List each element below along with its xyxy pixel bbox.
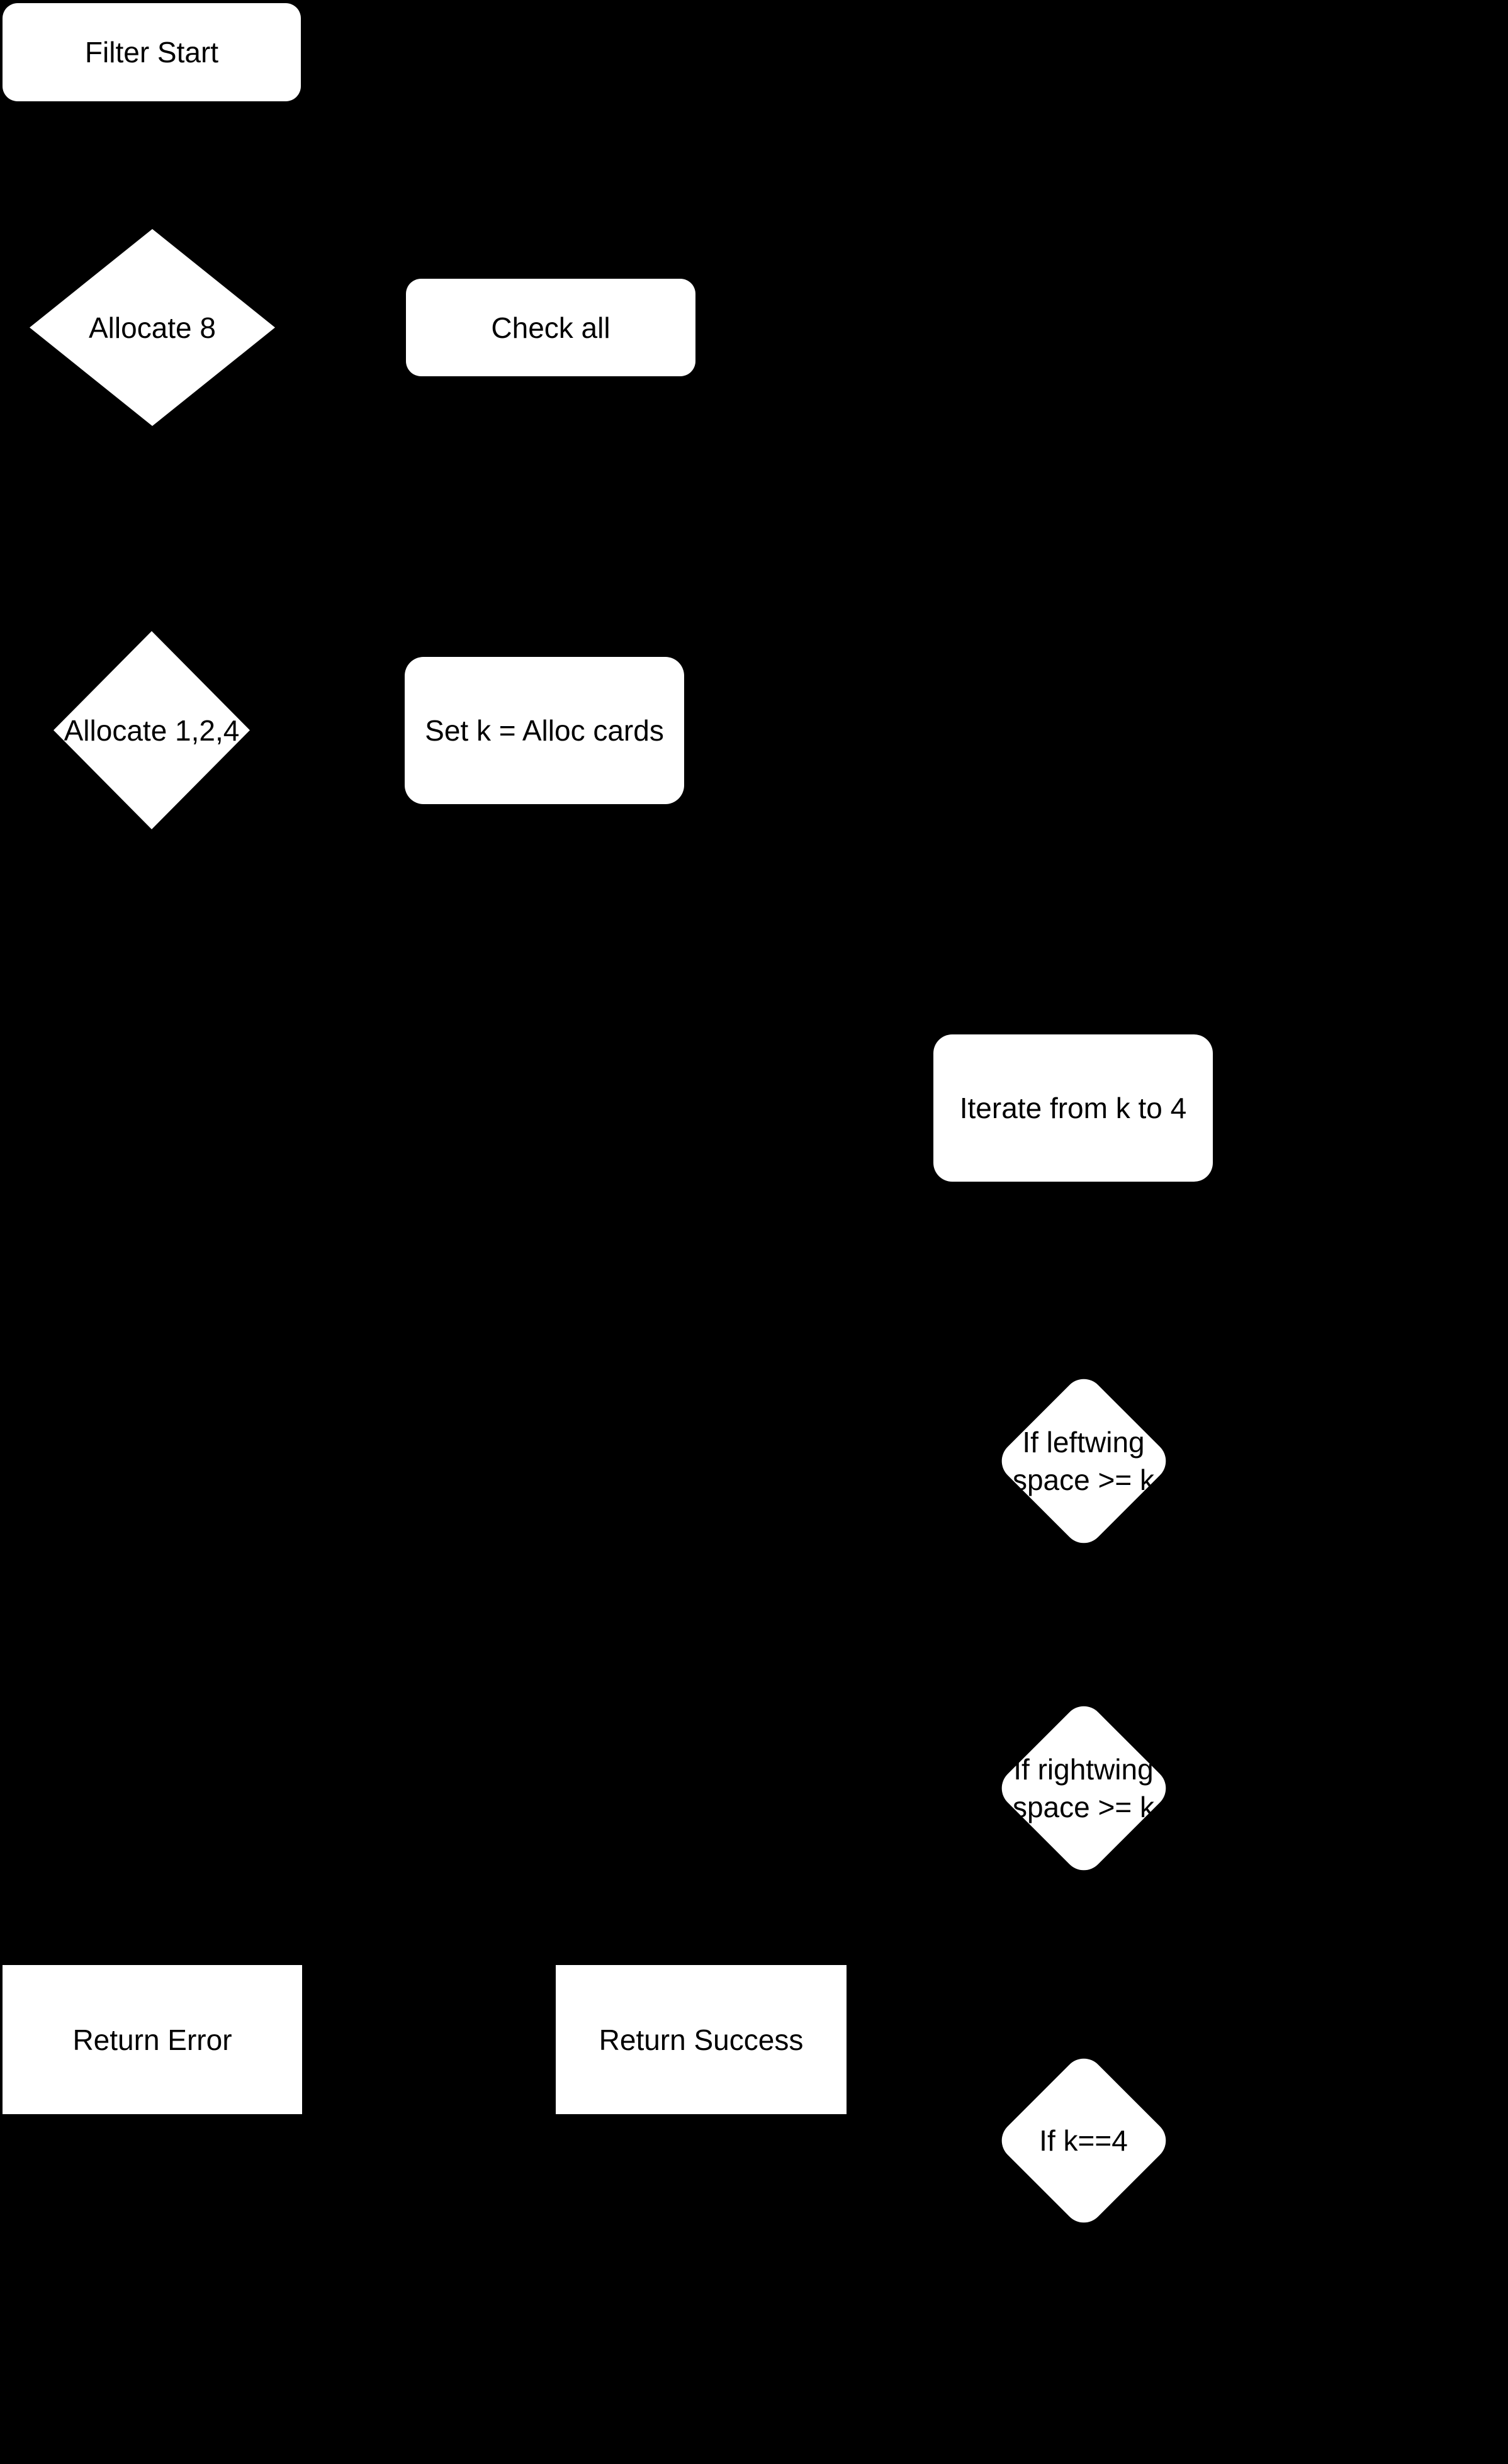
- node-label: Allocate 8: [88, 311, 216, 344]
- node-return-success: Return Success: [556, 1965, 847, 2114]
- node-check-all: Check all: [406, 279, 695, 376]
- node-label: If rightwing space >= k: [1012, 1752, 1155, 1823]
- rounded-rectangle-shape: [3, 3, 301, 101]
- node-label: Return Error: [72, 2023, 232, 2056]
- node-if-leftwing-space: If leftwing space >= k: [993, 1370, 1174, 1552]
- node-label: Filter Start: [84, 36, 219, 69]
- node-label: Iterate from k to 4: [959, 1092, 1187, 1124]
- node-label: If k==4: [1039, 2124, 1128, 2157]
- node-allocate-1-2-4: Allocate 1,2,4: [53, 631, 250, 829]
- rectangle-shape: [556, 1965, 847, 2114]
- node-set-k-alloc-cards: Set k = Alloc cards: [405, 657, 684, 804]
- node-label: If leftwing space >= k: [1012, 1425, 1155, 1496]
- node-label: Set k = Alloc cards: [425, 714, 664, 747]
- node-if-rightwing-space: If rightwing space >= k: [993, 1697, 1174, 1879]
- node-iterate-from-k-to-4: Iterate from k to 4: [933, 1034, 1213, 1182]
- rectangle-shape: [3, 1965, 302, 2114]
- node-label: Return Success: [599, 2023, 804, 2056]
- node-if-k-equals-4: If k==4: [993, 2049, 1174, 2231]
- node-filter-start: Filter Start: [3, 3, 301, 101]
- node-label: Allocate 1,2,4: [64, 714, 240, 747]
- rounded-rectangle-shape: [406, 279, 695, 376]
- rounded-rectangle-shape: [933, 1034, 1213, 1182]
- node-label: Check all: [491, 311, 611, 344]
- rounded-rectangle-shape: [405, 657, 684, 804]
- node-return-error: Return Error: [3, 1965, 302, 2114]
- node-allocate-8: Allocate 8: [30, 229, 275, 426]
